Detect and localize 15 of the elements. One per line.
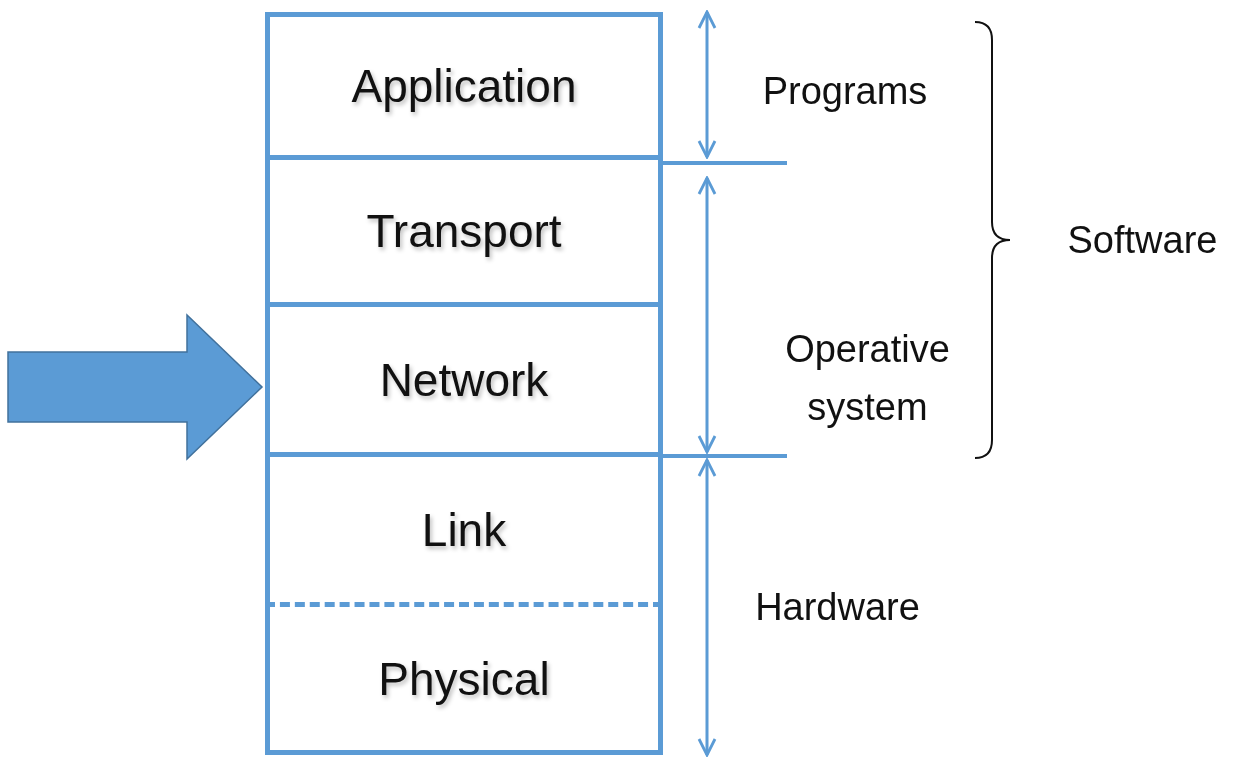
layer-box <box>265 12 663 160</box>
dimension-label: Operative system <box>784 327 951 430</box>
dimension-label: Software <box>1066 218 1219 263</box>
layer-box <box>265 160 663 307</box>
layer-box <box>265 607 663 755</box>
layer-name: Physical <box>378 651 550 706</box>
dimension-label: Hardware <box>754 585 921 630</box>
dimension-label: Programs <box>761 69 929 114</box>
layer-name: Link <box>421 502 507 557</box>
layer-box <box>265 307 663 457</box>
layer-name: Network <box>379 352 549 407</box>
layer-name: Transport <box>366 204 562 258</box>
block-arrow <box>7 313 264 461</box>
layer-name: Application <box>351 59 577 113</box>
layer-box <box>265 457 663 607</box>
